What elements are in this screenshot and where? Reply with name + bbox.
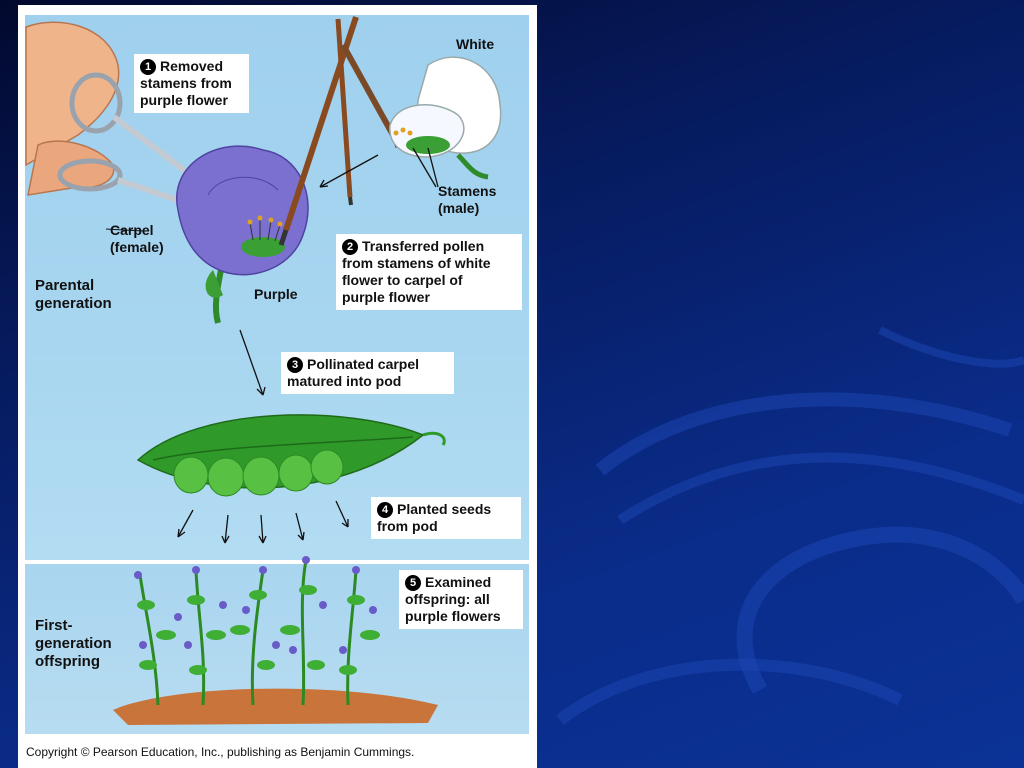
step-3-line: matured into pod [287, 373, 402, 389]
offspring-label-line: offspring [35, 653, 100, 670]
step-3-text: Pollinated carpel [307, 356, 420, 372]
soil-illustration [113, 688, 438, 725]
step-5-line: purple flowers [405, 608, 501, 624]
step-5-line: offspring: all [405, 591, 490, 607]
step-1-text: Removed [160, 58, 224, 74]
step-2-text: Transferred pollen [362, 238, 485, 254]
step-4-number: 4 [377, 502, 393, 518]
offspring-label-line: First- [35, 617, 73, 634]
step-2-line: purple flower [342, 289, 430, 305]
carpel-label: Carpel (female) [110, 222, 164, 256]
white-flower-illustration [389, 56, 502, 180]
purple-flower-illustration [175, 145, 309, 324]
carpel-label-line: Carpel [110, 222, 154, 238]
step-2-number: 2 [342, 239, 358, 255]
step-2-line: flower to carpel of [342, 272, 463, 288]
parental-label-line: generation [35, 295, 112, 312]
pea-cross-figure: White Stamens (male) Carpel (female) Pur… [18, 5, 537, 768]
step-4-text: Planted seeds [397, 501, 492, 517]
pea-pod-illustration [136, 414, 446, 497]
step-3-number: 3 [287, 357, 303, 373]
step-1-line: stamens from [140, 75, 232, 91]
step-4-line: from pod [377, 518, 438, 534]
carpel-pointer [105, 228, 144, 232]
offspring-label-line: generation [35, 635, 112, 652]
copyright-text: Copyright © Pearson Education, Inc., pub… [26, 745, 415, 759]
offspring-plants-illustration [134, 556, 380, 706]
parental-generation-label: Parental generation [35, 277, 112, 313]
purple-label: Purple [254, 286, 298, 302]
step-1-line: purple flower [140, 92, 228, 108]
seed-arrows [177, 500, 349, 544]
parental-label-line: Parental [35, 277, 95, 294]
step-2-line: from stamens of white [342, 255, 491, 271]
stamens-label-line: Stamens [438, 183, 497, 199]
illustration [25, 16, 502, 725]
first-generation-label: First- generation offspring [35, 617, 112, 671]
stamens-label-line: (male) [438, 200, 480, 216]
step-5-number: 5 [405, 575, 421, 591]
step-5-text: Examined [425, 574, 492, 590]
transfer-arrows [239, 147, 439, 396]
carpel-label-line: (female) [110, 239, 164, 255]
white-label: White [456, 36, 495, 52]
stamens-label: Stamens (male) [438, 183, 496, 217]
step-1-number: 1 [140, 59, 156, 75]
